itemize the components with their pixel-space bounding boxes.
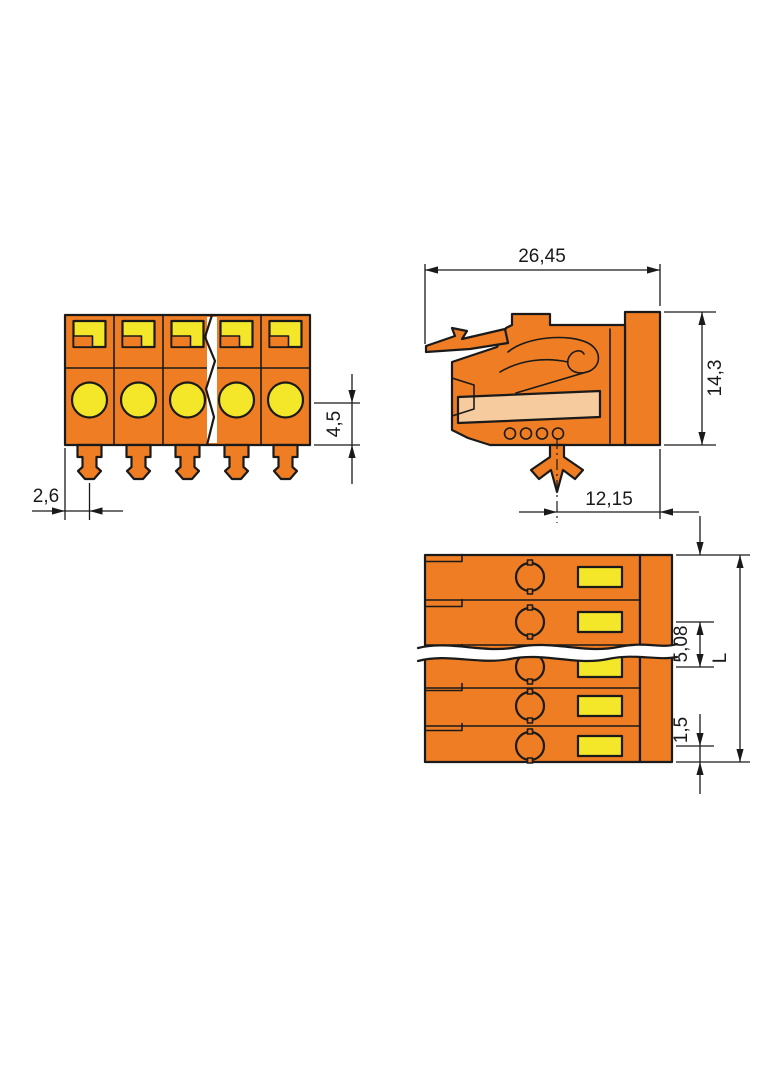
dim-label-12-15: 12,15 xyxy=(585,489,633,510)
dim-label-2-6: 2,6 xyxy=(33,486,59,507)
dim-label-1-5: 1,5 xyxy=(671,717,692,743)
dimension-26-45: 26,45 xyxy=(424,246,661,344)
spring-leg xyxy=(515,370,591,394)
dim-label-14-3: 14,3 xyxy=(705,360,726,397)
wire-entry-hole xyxy=(217,381,256,419)
detail-hole xyxy=(519,427,533,440)
spring-leg xyxy=(499,358,569,373)
clamp-window xyxy=(219,319,254,349)
plan-view xyxy=(416,553,679,765)
dim-label-L: L xyxy=(710,653,731,664)
busbar-channel xyxy=(456,389,602,425)
break-line xyxy=(416,655,679,663)
wire-funnel xyxy=(451,377,475,417)
dimension-2-6: 2,6 xyxy=(32,448,123,520)
detail-hole xyxy=(503,427,517,440)
clamp-window xyxy=(268,319,303,349)
detail-hole xyxy=(535,427,549,440)
side-view xyxy=(424,310,662,523)
dimension-1-5: 1,5 xyxy=(671,714,714,794)
snap-foot-pin xyxy=(76,443,103,481)
dim-label-4-5: 4,5 xyxy=(324,411,345,437)
break-line xyxy=(203,313,217,447)
snap-foot-pin xyxy=(125,443,152,481)
locking-latch xyxy=(424,326,510,354)
snap-foot-pin xyxy=(223,443,250,481)
housing-rear-section xyxy=(623,310,662,447)
break-gap xyxy=(207,317,217,443)
dimension-chain-arrow-top xyxy=(696,516,704,555)
dim-label-26-45: 26,45 xyxy=(518,246,566,267)
snap-foot-pin xyxy=(272,443,299,481)
housing-side-profile xyxy=(450,312,627,447)
dim-label-5-08: 5,08 xyxy=(671,626,692,663)
dimension-14-3: 14,3 xyxy=(664,311,726,446)
wire-entry-hole xyxy=(119,381,158,419)
clamp-window xyxy=(170,319,205,349)
dimension-5-08: 5,08 xyxy=(671,621,714,668)
wire-entry-hole xyxy=(168,381,207,419)
snap-foot-pin xyxy=(174,443,201,481)
wire-entry-hole xyxy=(70,381,109,419)
break-line xyxy=(416,642,679,651)
dimension-L: L xyxy=(676,554,750,763)
dimension-12-15: 12,15 xyxy=(519,449,699,519)
clamp-window xyxy=(121,319,156,349)
front-view xyxy=(63,313,312,481)
detail-hole xyxy=(551,427,565,440)
clamp-window xyxy=(72,319,107,349)
wire-entry-hole xyxy=(266,381,305,419)
dimension-4-5: 4,5 xyxy=(314,374,360,484)
